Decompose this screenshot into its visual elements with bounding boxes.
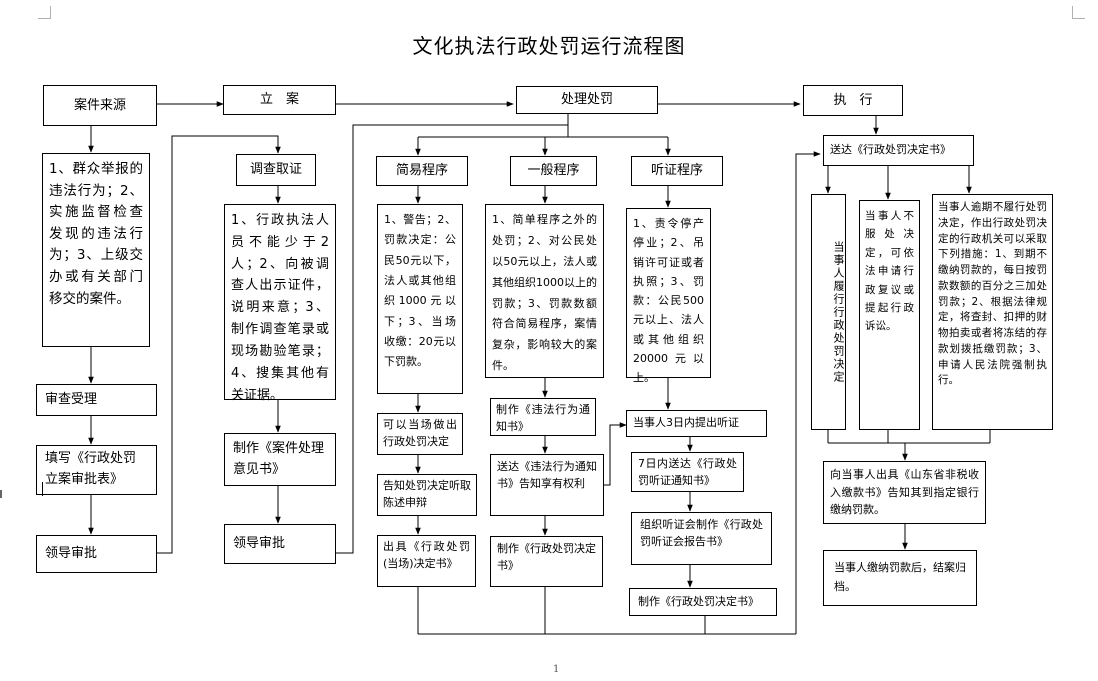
- case-source-detail-box: 1、群众举报的违法行为；2、实施监督检查发现的违法行为；3、上级交办或有关部门移…: [42, 153, 150, 347]
- hearing-procedure-box: 听证程序: [631, 156, 723, 186]
- simple-procedure-detail-box: 1、警告；2、罚款决定：公民50元以下，法人或其他组织1000元以下；3、当场收…: [377, 204, 463, 394]
- case-source-box: 案件来源: [43, 85, 157, 126]
- simple-procedure-box: 简易程序: [376, 156, 468, 186]
- general-procedure-detail-box: 1、简单程序之外的处罚；2、对公民处以50元以上，法人或其他组织1000以上的罚…: [485, 204, 604, 378]
- register-case-box: 立 案: [223, 85, 336, 115]
- execute-box: 执 行: [803, 85, 903, 116]
- leader-approval-1-box: 领导审批: [36, 535, 157, 573]
- simple-notify-box: 告知处罚决定听取陈述申辩: [377, 474, 477, 516]
- investigate-detail-box: 1、行政执法人员不能少于2人；2、向被调查人出示证件，说明来意；3、制作调查笔录…: [224, 204, 336, 403]
- issue-receipt-box: 向当事人出具《山东省非税收入缴款书》告知其到指定银行缴纳罚款。: [823, 461, 986, 524]
- exec-appeal-box: 当事人不服处决定，可依法申请行政复议或提起行政诉讼。: [859, 200, 920, 430]
- handle-penalty-box: 处理处罚: [516, 86, 658, 114]
- page-number: 1: [553, 664, 560, 675]
- close-case-box: 当事人缴纳罚款后，结案归档。: [823, 550, 977, 606]
- leader-approval-2-box: 领导审批: [224, 524, 336, 564]
- exec-enforce-box: 当事人逾期不履行处罚决定，作出行政处罚决定的行政机关可以采取下列措施：1、到期不…: [932, 194, 1053, 430]
- hearing-procedure-detail-box: 1、责令停产停业；2、吊销许可证或者执照；3、罚款：公民500元以上、法人或其他…: [626, 208, 711, 384]
- page-corner-mark-left: [38, 6, 51, 19]
- margin-mark: [0, 490, 2, 498]
- hearing-request-box: 当事人3日内提出听证: [626, 410, 767, 437]
- hearing-notice-box: 7日内送达《行政处罚听证通知书》: [631, 452, 744, 492]
- review-accept-box: 审查受理: [36, 384, 157, 416]
- simple-decision-doc-box: 出具《行政处罚(当场)决定书》: [377, 535, 476, 587]
- page-corner-mark-right: [1072, 6, 1085, 19]
- general-procedure-box: 一般程序: [510, 156, 597, 186]
- text-cursor: [42, 482, 43, 496]
- case-opinion-box: 制作《案件处理意见书》: [224, 433, 336, 486]
- simple-onsite-decision-box: 可以当场做出行政处罚决定: [377, 413, 463, 455]
- page-title: 文化执法行政处罚运行流程图: [412, 34, 686, 58]
- fill-register-form-box: 填写《行政处罚立案审批表》: [36, 445, 157, 495]
- general-decision-doc-box: 制作《行政处罚决定书》: [490, 536, 603, 587]
- exec-comply-box: 当事人履行行政处罚决定: [811, 194, 846, 430]
- investigate-box: 调查取证: [236, 154, 316, 186]
- deliver-decision-box: 送达《行政处罚决定书》: [823, 135, 974, 166]
- general-deliver-notice-box: 送达《违法行为通知书》告知享有权利: [490, 454, 604, 516]
- hearing-report-box: 组织听证会制作《行政处罚听证会报告书》: [631, 512, 772, 565]
- general-notice-box: 制作《违法行为通知书》: [490, 398, 596, 436]
- hearing-decision-doc-box: 制作《行政处罚决定书》: [629, 588, 777, 616]
